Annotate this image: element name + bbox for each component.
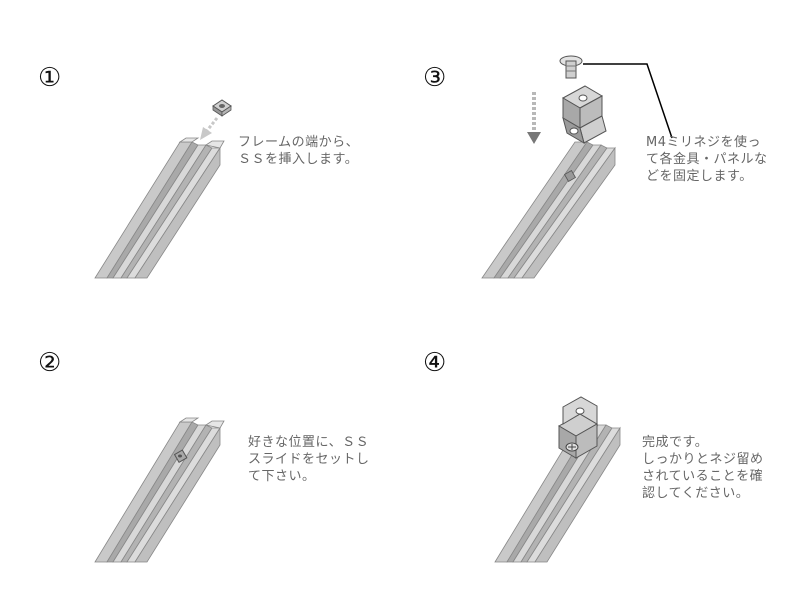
step-2-panel: ② 好きな位置に、ＳＳ スライドをセットして下さい。 — [0, 300, 400, 600]
screw-icon — [559, 55, 583, 79]
step-4-instruction: 完成です。しっかりとネジ留めされていることを確認してください。 — [642, 434, 764, 502]
angle-bracket — [561, 85, 607, 145]
step-4-line-3: されていることを確 — [642, 469, 764, 484]
step-2-line-2: スライドをセットし — [248, 452, 370, 467]
aluminum-frame — [494, 421, 621, 563]
step-2-instruction: 好きな位置に、ＳＳ スライドをセットして下さい。 — [248, 434, 370, 485]
step-1-line-2: ＳＳを挿入します。 — [238, 152, 359, 167]
ss-nut-icon — [212, 99, 232, 117]
step-4-number: ④ — [423, 348, 447, 378]
step-1-illustration — [94, 99, 232, 279]
aluminum-frame — [481, 141, 616, 279]
step-2-line-3: て下さい。 — [248, 469, 316, 484]
step-2-line-1: 好きな位置に、ＳＳ — [248, 435, 370, 450]
step-3-line-2: て各金具・パネルな — [646, 152, 768, 167]
step-3-panel: ③ M4ミリネジを使って各金具・パネルなどを固定します。 — [400, 0, 800, 300]
step-3-number: ③ — [423, 63, 447, 93]
step-1-number: ① — [38, 63, 62, 93]
screw-head-icon — [565, 442, 579, 452]
step-1-line-1: フレームの端から、 — [238, 135, 360, 150]
step-3-instruction: M4ミリネジを使って各金具・パネルなどを固定します。 — [646, 134, 768, 185]
insert-arrow-icon — [200, 117, 219, 140]
leader-line — [583, 63, 673, 139]
step-1-panel: ① フレームの端から、 ＳＳを挿入します。 — [0, 0, 400, 300]
step-1-instruction: フレームの端から、 ＳＳを挿入します。 — [238, 134, 359, 168]
down-arrow-icon — [527, 92, 541, 144]
step-4-panel: ④ 完成です。しっかりとネジ留めされていることを確認してください。 — [400, 300, 800, 600]
step-4-line-2: しっかりとネジ留め — [642, 452, 764, 467]
step-4-illustration — [494, 396, 621, 563]
step-3-line-3: どを固定します。 — [646, 169, 753, 184]
step-2-illustration — [94, 417, 225, 563]
angle-bracket — [558, 396, 598, 459]
step-2-number: ② — [38, 348, 62, 378]
aluminum-frame — [94, 137, 225, 279]
step-4-line-4: 認してください。 — [642, 486, 750, 501]
ss-nut-icon — [173, 449, 188, 464]
step-3-line-1: M4ミリネジを使っ — [646, 135, 761, 150]
step-4-line-1: 完成です。 — [642, 435, 709, 450]
step-3-illustration — [481, 55, 673, 279]
aluminum-frame — [94, 417, 225, 563]
